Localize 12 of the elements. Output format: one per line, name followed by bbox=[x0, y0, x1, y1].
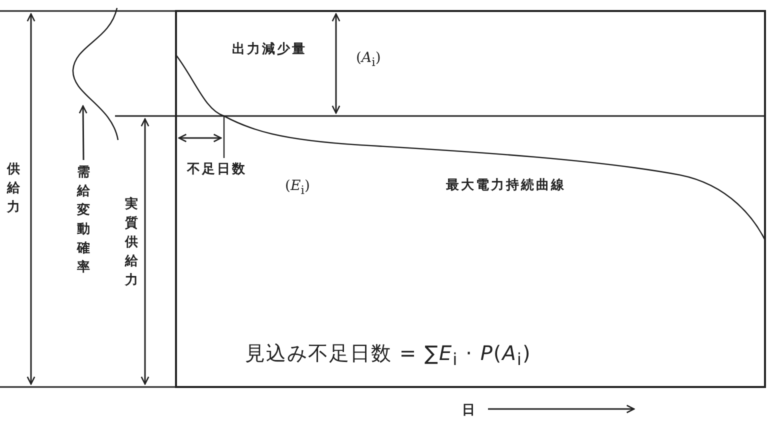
curve-label: 最大電力持続曲線 bbox=[446, 177, 566, 194]
axis-label: 供給力 bbox=[6, 161, 21, 217]
dimension-label: 不足日数 bbox=[187, 161, 247, 178]
math-label: (A$_{i}$) bbox=[356, 50, 381, 69]
leader-line bbox=[78, 105, 88, 160]
vertical-label: 需給変動確率 bbox=[76, 163, 91, 277]
dimension-label: 出力減少量 bbox=[232, 41, 307, 58]
formula: 見込み不足日数 = ∑E$_{i}$ · P(A$_{i}$) bbox=[245, 340, 532, 369]
distribution-curve bbox=[72, 8, 119, 140]
axis-label: 実質供給力 bbox=[124, 196, 139, 290]
axis-label: 日 bbox=[462, 402, 477, 419]
math-label: (E$_{i}$) bbox=[285, 178, 310, 197]
